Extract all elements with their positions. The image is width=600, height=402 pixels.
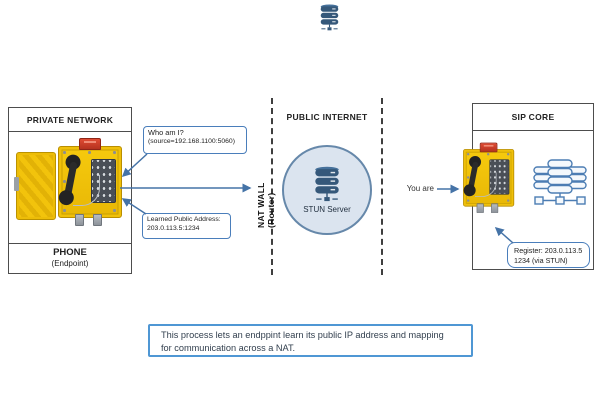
private-network-title: PRIVATE NETWORK bbox=[9, 108, 131, 132]
center-db-stack bbox=[547, 159, 573, 194]
cable-gland-sip bbox=[491, 203, 499, 213]
who-am-i-line1: Who am I? bbox=[148, 128, 184, 137]
door-hinge bbox=[14, 177, 19, 191]
who-am-i-line2: (source=192.168.1100:5060) bbox=[148, 137, 235, 145]
server-cluster-icon bbox=[531, 157, 589, 209]
cable-gland bbox=[93, 214, 102, 226]
learned-line1: Learned Public Address: bbox=[147, 216, 221, 223]
learned-address-callout: Learned Public Address: 203.0.113.5:1234 bbox=[142, 213, 231, 239]
register-line2: 1234 (via STUN) bbox=[514, 255, 568, 265]
database-icon-top bbox=[318, 4, 341, 31]
screws-sip bbox=[464, 150, 514, 206]
endpoint-label: (Endpoint) bbox=[51, 259, 89, 268]
phone-label-section: PHONE (Endpoint) bbox=[9, 243, 131, 273]
alarm-beacon bbox=[79, 138, 101, 150]
internet-dashed-line bbox=[381, 98, 383, 275]
alarm-beacon-sip bbox=[479, 142, 498, 153]
sip-core-title: SIP CORE bbox=[473, 104, 593, 131]
public-internet-title: PUBLIC INTERNET bbox=[286, 112, 368, 122]
phone-label: PHONE bbox=[53, 247, 87, 258]
arrow-learned-to-phone bbox=[121, 198, 147, 215]
caption-line1: This process lets an endppint learn its … bbox=[161, 330, 444, 340]
who-am-i-callout: Who am I? (source=192.168.1100:5060) bbox=[143, 126, 247, 154]
arrow-whoami-to-phone bbox=[121, 153, 148, 178]
caption-line2: for communication across a NAT. bbox=[161, 343, 296, 353]
you-are-label: You are bbox=[406, 184, 434, 193]
learned-line2: 203.0.113.5:1234 bbox=[147, 224, 200, 232]
arrow-register-to-phone bbox=[494, 227, 514, 244]
stun-server-label: STUN Server bbox=[303, 205, 351, 214]
database-icon-stun bbox=[315, 166, 339, 202]
screws bbox=[59, 147, 121, 217]
nat-wall-dashed-line bbox=[271, 98, 273, 275]
stun-server-node: STUN Server bbox=[282, 145, 372, 235]
cable-gland bbox=[75, 214, 84, 226]
register-callout: Register: 203.0.113.5 1234 (via STUN) bbox=[507, 242, 590, 268]
phone-body-sip bbox=[462, 142, 515, 213]
register-line1: Register: 203.0.113.5 bbox=[514, 246, 583, 255]
cable-gland-sip bbox=[476, 203, 484, 213]
phone-door bbox=[14, 152, 56, 220]
phone-body bbox=[57, 138, 122, 226]
caption-box: This process lets an endppint learn its … bbox=[148, 324, 473, 357]
